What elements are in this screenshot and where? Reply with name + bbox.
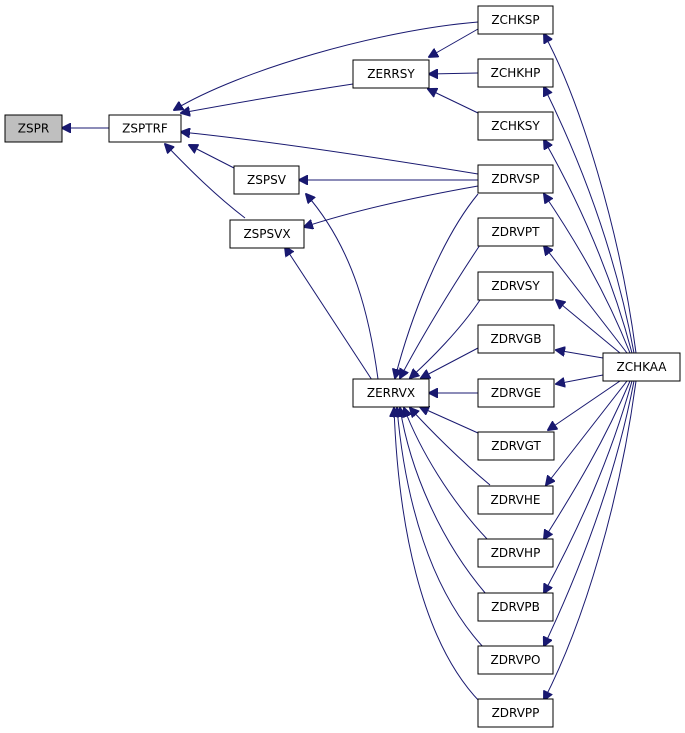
node-label: ZSPSVX: [243, 227, 290, 241]
edge-zerrsy-zsptrf: [181, 83, 354, 113]
edge-zdrvgt-zerrvx: [420, 407, 479, 434]
edge-zchkaa-zchkhp: [544, 87, 635, 354]
node-zchkaa[interactable]: ZCHKAA: [602, 352, 681, 382]
edges: [62, 21, 637, 703]
edge-zdrvsp-zspsvx: [304, 185, 479, 227]
edge-zerrvx-zspsv: [306, 194, 379, 380]
node-zdrvpt[interactable]: ZDRVPT: [477, 217, 554, 247]
edge-zchkhp-zerrsy: [429, 73, 479, 74]
node-label: ZDRVPT: [492, 225, 541, 239]
edge-zchkaa-zdrvge: [556, 374, 604, 384]
node-zspr[interactable]: ZSPR: [4, 114, 63, 143]
node-zdrvgt[interactable]: ZDRVGT: [477, 431, 555, 461]
node-label: ZSPTRF: [122, 122, 168, 136]
node-zerrsy[interactable]: ZERRSY: [352, 59, 430, 89]
node-label: ZDRVPO: [490, 653, 540, 667]
node-zsptrf[interactable]: ZSPTRF: [108, 114, 182, 143]
node-label: ZDRVSY: [491, 279, 540, 293]
node-label: ZDRVSP: [491, 172, 539, 186]
node-label: ZSPSV: [247, 173, 287, 187]
edge-zchksp-zerrsy: [429, 28, 479, 57]
edge-zdrvpt-zerrvx: [400, 244, 481, 378]
node-label: ZSPR: [18, 122, 49, 136]
edge-zdrvsy-zerrvx: [410, 299, 481, 378]
node-label: ZDRVHP: [491, 546, 541, 560]
edge-zchksp-zsptrf: [174, 21, 479, 110]
node-label: ZDRVGB: [491, 332, 542, 346]
node-zdrvsp[interactable]: ZDRVSP: [477, 164, 554, 194]
node-label: ZCHKAA: [616, 360, 667, 374]
node-zchksy[interactable]: ZCHKSY: [477, 111, 554, 141]
node-zerrvx[interactable]: ZERRVX: [352, 378, 430, 408]
node-label: ZDRVPB: [491, 600, 540, 614]
edge-zspsv-zsptrf: [189, 145, 235, 169]
edge-zchkaa-zchksy: [544, 140, 633, 354]
edge-zchkaa-zdrvpb: [544, 380, 633, 593]
edge-zchksy-zerrsy: [428, 89, 479, 114]
edge-zchkaa-zdrvhe: [546, 380, 628, 485]
edge-zchkaa-zdrvpo: [544, 380, 635, 646]
node-label: ZCHKSP: [491, 13, 539, 27]
edge-zchkaa-zdrvsy: [556, 300, 621, 354]
edge-zdrvhe-zerrvx: [410, 408, 491, 486]
edge-zerrvx-zspsvx: [285, 247, 373, 381]
edge-zchkaa-zdrvgb: [556, 350, 604, 359]
node-zspsv[interactable]: ZSPSV: [233, 165, 300, 195]
edge-zchkaa-zdrvsp: [544, 194, 631, 354]
node-zspsvx[interactable]: ZSPSVX: [229, 219, 305, 249]
edge-zdrvpp-zerrvx: [394, 408, 481, 703]
edge-zdrvpb-zerrvx: [400, 408, 487, 595]
edge-zchkaa-zdrvpt: [544, 246, 628, 354]
edge-zchkaa-zdrvgt: [548, 380, 621, 430]
node-label: ZDRVGT: [491, 439, 541, 453]
edge-zchkaa-zdrvhp: [544, 380, 631, 539]
edge-zchkaa-zchksp: [544, 34, 637, 354]
node-zdrvpb[interactable]: ZDRVPB: [477, 592, 554, 622]
node-label: ZCHKSY: [491, 119, 540, 133]
node-label: ZDRVPP: [492, 706, 540, 720]
node-label: ZCHKHP: [491, 66, 541, 80]
node-zdrvhp[interactable]: ZDRVHP: [477, 538, 554, 568]
edge-zdrvpo-zerrvx: [397, 408, 485, 649]
node-zdrvgb[interactable]: ZDRVGB: [477, 324, 555, 354]
edge-zchkaa-zdrvpp: [544, 380, 637, 700]
node-zchksp[interactable]: ZCHKSP: [477, 5, 554, 35]
node-zdrvhe[interactable]: ZDRVHE: [477, 485, 554, 515]
edge-zdrvgb-zerrvx: [421, 347, 479, 378]
edge-zdrvsp-zsptrf: [181, 132, 479, 175]
node-label: ZDRVHE: [491, 493, 541, 507]
node-zchkhp[interactable]: ZCHKHP: [477, 58, 554, 88]
node-label: ZERRSY: [367, 67, 415, 81]
edge-zspsvx-zsptrf: [165, 144, 246, 219]
node-zdrvge[interactable]: ZDRVGE: [477, 378, 555, 408]
node-zdrvpp[interactable]: ZDRVPP: [477, 698, 554, 728]
node-label: ZDRVGE: [491, 386, 541, 400]
edge-zdrvsp-zerrvx: [395, 193, 479, 378]
node-label: ZERRVX: [367, 386, 415, 400]
node-zdrvsy[interactable]: ZDRVSY: [477, 271, 554, 301]
edge-zdrvhp-zerrvx: [404, 408, 489, 541]
node-zdrvpo[interactable]: ZDRVPO: [477, 645, 554, 675]
